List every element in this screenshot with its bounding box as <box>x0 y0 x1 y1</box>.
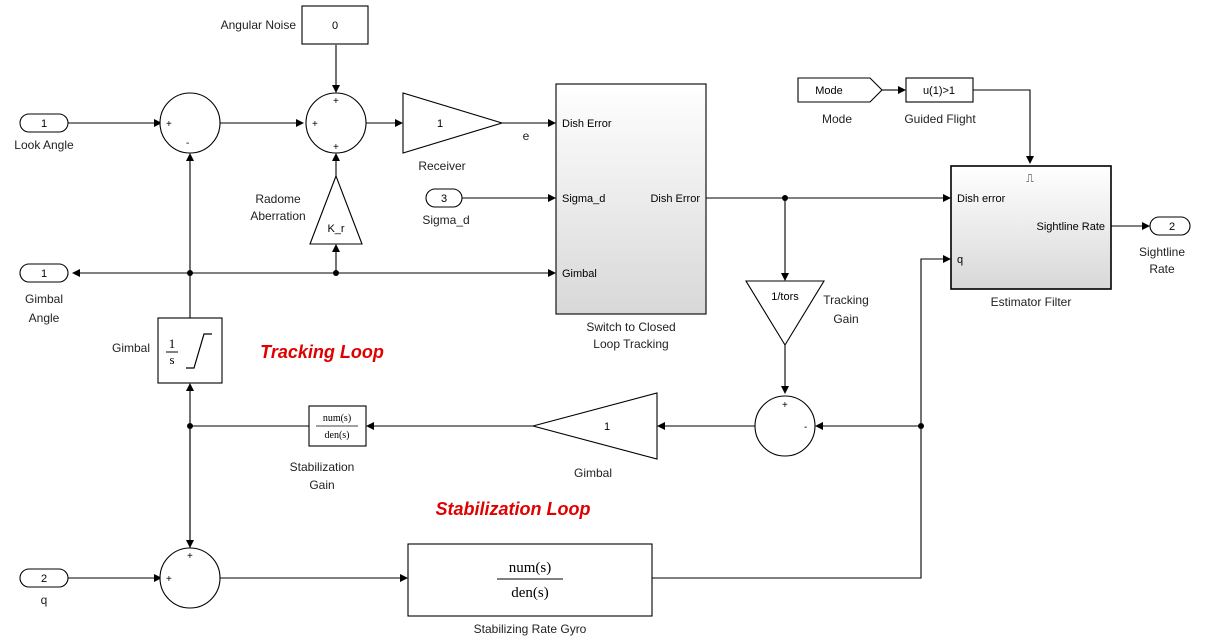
trigger-icon: ⎍ <box>1026 173 1034 185</box>
signal-e-label: e <box>523 129 530 143</box>
receiver-gain[interactable]: 1 <box>402 92 504 154</box>
wires <box>68 45 1150 582</box>
estimator-label: Estimator Filter <box>991 295 1072 309</box>
sightline-label-line2: Rate <box>1149 262 1175 276</box>
svg-text:+: + <box>187 551 193 562</box>
switch-closed-loop-subsystem[interactable]: Dish Error Sigma_d Gimbal Dish Error <box>555 83 707 315</box>
rate-gyro-tf[interactable]: num(s) den(s) <box>407 543 653 617</box>
stabilization-gain-tf[interactable]: num(s) den(s) <box>308 405 367 447</box>
svg-text:num(s): num(s) <box>509 560 552 576</box>
radome-label-line1: Radome <box>255 192 301 206</box>
sum-block-3[interactable]: + + <box>159 547 221 609</box>
sigma-d-label: Sigma_d <box>422 213 469 227</box>
mode-from-block[interactable]: Mode <box>797 77 883 103</box>
svg-text:1: 1 <box>41 118 47 130</box>
svg-text:Dish Error: Dish Error <box>650 193 700 205</box>
svg-text:1: 1 <box>604 421 610 433</box>
junctions <box>187 195 924 429</box>
tracking-gain[interactable]: 1/tors <box>745 280 825 347</box>
angular-noise-constant[interactable]: 0 <box>301 5 369 45</box>
svg-text:den(s): den(s) <box>511 585 549 601</box>
gimbal-angle-outport[interactable]: 1 <box>19 263 69 283</box>
svg-text:-: - <box>804 422 807 433</box>
sum-block-1[interactable]: + - <box>159 92 221 154</box>
guided-flight-label: Guided Flight <box>904 112 976 126</box>
stab-gain-label-line2: Gain <box>309 478 334 492</box>
svg-text:+: + <box>312 119 318 130</box>
look-angle-label: Look Angle <box>14 138 74 152</box>
svg-text:+: + <box>166 119 172 130</box>
switch-label-line2: Loop Tracking <box>593 337 668 351</box>
svg-text:3: 3 <box>441 193 447 205</box>
angular-noise-label: Angular Noise <box>221 18 297 32</box>
gimbal-angle-label-line1: Gimbal <box>25 292 63 306</box>
svg-text:K_r: K_r <box>327 223 344 235</box>
stabilization-loop-annotation: Stabilization Loop <box>436 499 591 519</box>
stab-gain-label-line1: Stabilization <box>290 460 355 474</box>
svg-text:1/tors: 1/tors <box>771 291 799 303</box>
svg-text:Sightline Rate: Sightline Rate <box>1037 221 1106 233</box>
svg-text:2: 2 <box>41 573 47 585</box>
svg-text:Mode: Mode <box>815 85 843 97</box>
sightline-label-line1: Sightline <box>1139 245 1185 259</box>
svg-text:+: + <box>782 400 788 411</box>
svg-text:+: + <box>333 142 339 153</box>
svg-text:Dish Error: Dish Error <box>562 118 612 130</box>
svg-text:Sigma_d: Sigma_d <box>562 193 605 205</box>
svg-text:den(s): den(s) <box>325 430 350 441</box>
sum-block-4[interactable]: + - <box>754 395 816 457</box>
look-angle-inport[interactable]: 1 <box>19 113 69 133</box>
tracking-gain-label-line2: Gain <box>833 312 858 326</box>
gimbal-angle-label-line2: Angle <box>29 311 60 325</box>
svg-text:1: 1 <box>437 118 443 130</box>
receiver-label: Receiver <box>418 159 465 173</box>
svg-text:Gimbal: Gimbal <box>562 268 597 280</box>
radome-label-line2: Aberration <box>250 209 305 223</box>
svg-text:num(s): num(s) <box>323 413 351 424</box>
switch-label-line1: Switch to Closed <box>586 320 675 334</box>
rate-gyro-label: Stabilizing Rate Gyro <box>474 622 587 636</box>
gimbal-integrator-label: Gimbal <box>112 341 150 355</box>
q-inport[interactable]: 2 <box>19 568 69 588</box>
sightline-rate-outport[interactable]: 2 <box>1149 216 1191 236</box>
guided-flight-fcn[interactable]: u(1)>1 <box>905 77 974 103</box>
gimbal-gain[interactable]: 1 <box>530 392 658 460</box>
q-label: q <box>41 593 48 607</box>
radome-aberration-gain[interactable]: K_r <box>309 174 363 245</box>
tracking-loop-annotation: Tracking Loop <box>260 342 384 362</box>
svg-text:2: 2 <box>1169 221 1175 233</box>
svg-text:+: + <box>166 574 172 585</box>
svg-text:-: - <box>186 138 189 149</box>
estimator-filter-subsystem[interactable]: Dish error q Sightline Rate ⎍ <box>950 165 1112 290</box>
mode-label: Mode <box>822 112 852 126</box>
svg-text:1: 1 <box>41 268 47 280</box>
svg-text:q: q <box>957 254 963 266</box>
gimbal-gain-label: Gimbal <box>574 466 612 480</box>
svg-text:0: 0 <box>332 20 338 32</box>
gimbal-integrator[interactable]: 1 s <box>157 317 223 384</box>
svg-text:Dish error: Dish error <box>957 193 1006 205</box>
svg-text:1: 1 <box>169 336 176 351</box>
tracking-gain-label-line1: Tracking <box>823 293 869 307</box>
svg-text:+: + <box>333 96 339 107</box>
svg-text:s: s <box>169 352 174 367</box>
sigma-d-inport[interactable]: 3 <box>425 188 463 208</box>
sum-block-2[interactable]: + + + <box>305 92 367 154</box>
svg-text:u(1)>1: u(1)>1 <box>923 85 955 97</box>
